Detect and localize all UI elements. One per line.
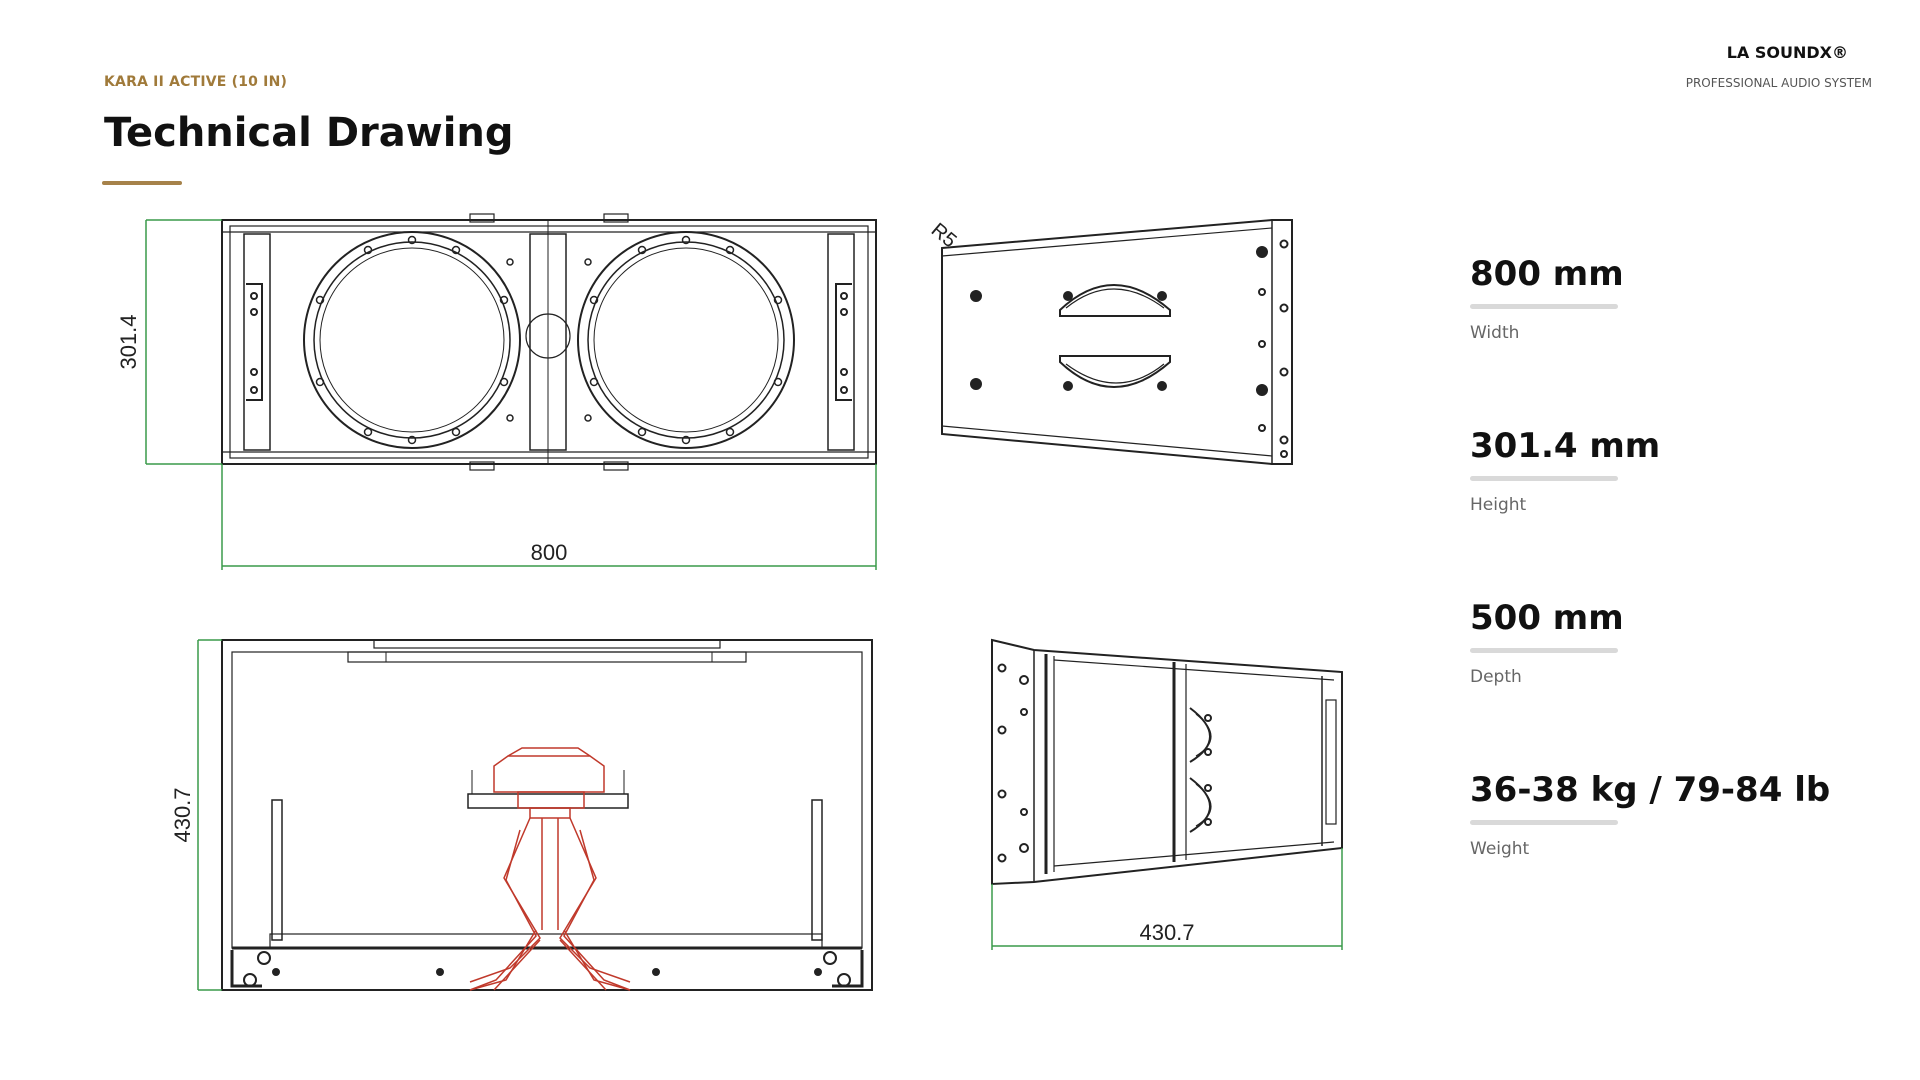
spec-weight-bar — [1470, 820, 1618, 825]
spec-weight: 36-38 kg / 79-84 lb Weight — [1470, 770, 1830, 859]
brand-name: LA SOUNDX® — [1726, 43, 1848, 62]
side-section-view — [991, 638, 1343, 886]
front-width-dimension: 800 — [531, 540, 568, 565]
top-depth-dimension: 430.7 — [170, 787, 195, 842]
product-subtitle: KARA II ACTIVE (10 IN) — [104, 74, 288, 90]
spec-height-label: Height — [1470, 495, 1527, 515]
top-dimensions — [197, 639, 222, 991]
spec-width-label: Width — [1470, 323, 1520, 343]
spec-width-value: 800 mm — [1470, 254, 1624, 294]
spec-height-bar — [1470, 476, 1618, 481]
spec-depth-bar — [1470, 648, 1618, 653]
side-view — [941, 219, 1293, 465]
spec-height: 301.4 mm Height — [1470, 426, 1660, 515]
spec-weight-label: Weight — [1470, 839, 1530, 859]
top-view — [221, 639, 873, 991]
horn-driver — [469, 747, 631, 991]
front-view — [221, 213, 877, 471]
spec-depth-label: Depth — [1470, 667, 1522, 687]
spec-depth-value: 500 mm — [1470, 598, 1624, 638]
side-depth-dimension: 430.7 — [1139, 920, 1194, 945]
title-underline — [102, 181, 182, 185]
spec-width: 800 mm Width — [1470, 254, 1624, 343]
front-height-dimension: 301.4 — [116, 314, 141, 369]
spec-depth: 500 mm Depth — [1470, 598, 1624, 687]
spec-width-bar — [1470, 304, 1618, 309]
spec-height-value: 301.4 mm — [1470, 426, 1661, 466]
brand-tagline: PROFESSIONAL AUDIO SYSTEM — [1685, 76, 1872, 90]
spec-weight-value: 36-38 kg / 79-84 lb — [1470, 770, 1831, 810]
page-title: Technical Drawing — [104, 110, 514, 156]
side-section-dimensions — [991, 848, 1343, 950]
front-dimensions — [145, 219, 877, 570]
